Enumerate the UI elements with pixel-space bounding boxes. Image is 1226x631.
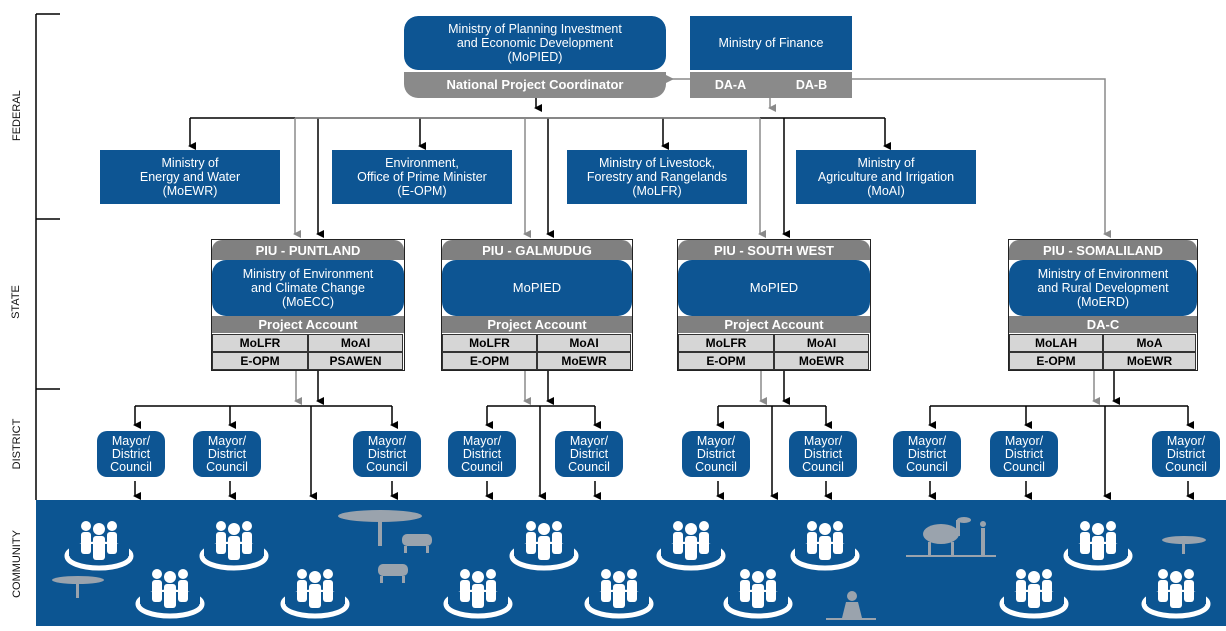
farmer-icon <box>826 591 876 620</box>
mopied-federal-box: Ministry of Planning Investment and Econ… <box>404 16 666 98</box>
people-in-circle-icon <box>587 569 651 616</box>
piu-southwest-cell: MoEWR <box>774 352 869 370</box>
mayor-district-council: Mayor/ District Council <box>448 431 516 477</box>
piu-galmudug-cell: E-OPM <box>442 352 537 370</box>
piu-somaliland-account: DA-C <box>1009 316 1197 333</box>
piu-puntland-account: Project Account <box>212 316 404 333</box>
mayor-district-council: Mayor/ District Council <box>353 431 421 477</box>
piu-somaliland: PIU - SOMALILAND Ministry of Environment… <box>1008 239 1198 371</box>
piu-puntland-cell: PSAWEN <box>308 352 403 370</box>
piu-southwest-account: Project Account <box>678 316 870 333</box>
piu-puntland-body: Ministry of Environment and Climate Chan… <box>212 260 404 316</box>
camel-icon <box>906 517 996 557</box>
mof-title: Ministry of Finance <box>690 16 852 70</box>
mayor-district-council: Mayor/ District Council <box>789 431 857 477</box>
piu-galmudug-body: MoPIED <box>442 260 632 316</box>
acacia-tree-icon <box>52 576 104 598</box>
piu-southwest-body: MoPIED <box>678 260 870 316</box>
piu-puntland-cell: MoAI <box>308 334 403 352</box>
piu-southwest-head: PIU - SOUTH WEST <box>678 240 870 260</box>
piu-galmudug-account: Project Account <box>442 316 632 333</box>
piu-southwest: PIU - SOUTH WEST MoPIED Project Account … <box>677 239 871 371</box>
da-a-label: DA-A <box>714 78 747 92</box>
piu-galmudug-cell: MoEWR <box>537 352 631 370</box>
people-in-circle-icon <box>726 569 790 616</box>
piu-puntland-head: PIU - PUNTLAND <box>212 240 404 260</box>
mayor-district-council: Mayor/ District Council <box>893 431 961 477</box>
piu-somaliland-head: PIU - SOMALILAND <box>1009 240 1197 260</box>
piu-puntland-cell: E-OPM <box>212 352 308 370</box>
piu-somaliland-cell: MoEWR <box>1103 352 1196 370</box>
piu-puntland-cell: MoLFR <box>212 334 308 352</box>
people-in-circle-icon <box>1066 521 1130 568</box>
mayor-district-council: Mayor/ District Council <box>1152 431 1220 477</box>
people-in-circle-icon <box>138 569 202 616</box>
piu-somaliland-cell: MoLAH <box>1009 334 1103 352</box>
mayor-district-council: Mayor/ District Council <box>682 431 750 477</box>
people-in-circle-icon <box>1002 569 1066 616</box>
piu-puntland: PIU - PUNTLAND Ministry of Environment a… <box>211 239 405 371</box>
piu-southwest-cell: MoAI <box>774 334 869 352</box>
mayor-district-council: Mayor/ District Council <box>97 431 165 477</box>
people-in-circle-icon <box>1144 569 1208 616</box>
eopm-box: Environment, Office of Prime Minister (E… <box>332 150 512 204</box>
mayor-district-council: Mayor/ District Council <box>555 431 623 477</box>
people-in-circle-icon <box>659 521 723 568</box>
piu-galmudug: PIU - GALMUDUG MoPIED Project Account Mo… <box>441 239 633 371</box>
npc-label: National Project Coordinator <box>404 72 666 98</box>
piu-southwest-cell: MoLFR <box>678 334 774 352</box>
piu-somaliland-body: Ministry of Environment and Rural Develo… <box>1009 260 1197 316</box>
piu-galmudug-cell: MoAI <box>537 334 631 352</box>
piu-somaliland-cell: E-OPM <box>1009 352 1103 370</box>
acacia-tree-icon <box>338 510 422 546</box>
acacia-tree-icon <box>1162 536 1206 554</box>
moai-box: Ministry of Agriculture and Irrigation (… <box>796 150 976 204</box>
mayor-district-council: Mayor/ District Council <box>990 431 1058 477</box>
people-in-circle-icon <box>202 521 266 568</box>
people-in-circle-icon <box>67 521 131 568</box>
mopied-title: Ministry of Planning Investment and Econ… <box>404 16 666 70</box>
community-illustrations <box>52 510 1226 620</box>
people-in-circle-icon <box>793 521 857 568</box>
piu-galmudug-cell: MoLFR <box>442 334 537 352</box>
community-band <box>36 500 1226 626</box>
mayor-district-council: Mayor/ District Council <box>193 431 261 477</box>
people-in-circle-icon <box>283 569 347 616</box>
moewr-box: Ministry of Energy and Water (MoEWR) <box>100 150 280 204</box>
piu-southwest-cell: E-OPM <box>678 352 774 370</box>
livestock-icon <box>378 534 432 583</box>
da-b-label: DA-B <box>795 78 828 92</box>
molfr-box: Ministry of Livestock, Forestry and Rang… <box>567 150 747 204</box>
people-in-circle-icon <box>512 521 576 568</box>
piu-galmudug-head: PIU - GALMUDUG <box>442 240 632 260</box>
piu-somaliland-cell: MoA <box>1103 334 1196 352</box>
mof-box: Ministry of Finance DA-A DA-B <box>690 16 852 98</box>
mof-accounts: DA-A DA-B <box>690 72 852 98</box>
people-in-circle-icon <box>446 569 510 616</box>
